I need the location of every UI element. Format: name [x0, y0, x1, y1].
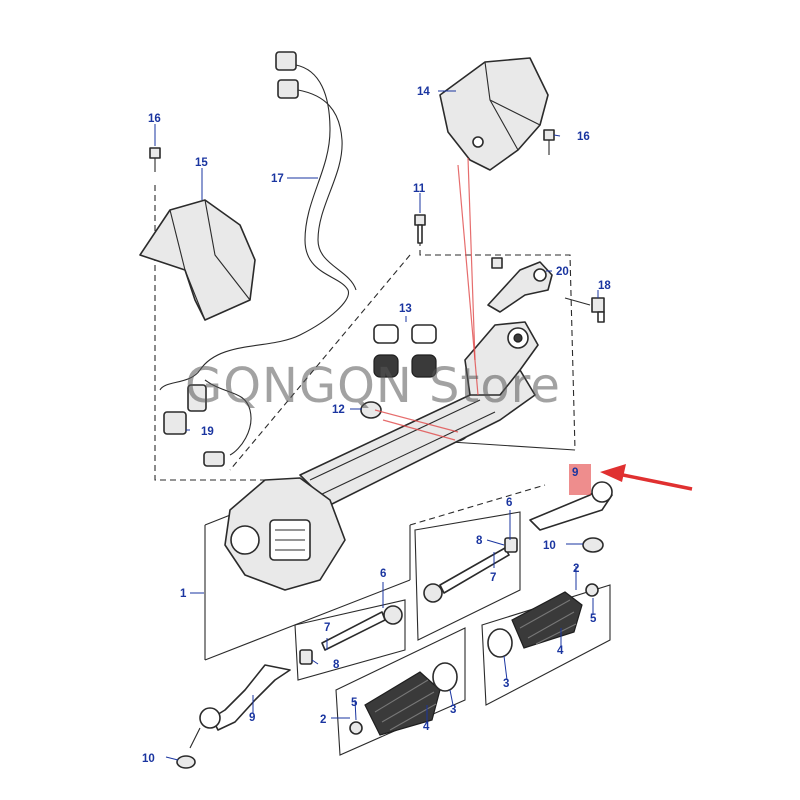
heat-shield-left	[139, 147, 256, 321]
callout-15: 15	[195, 157, 208, 169]
callout-3-right: 3	[503, 678, 509, 690]
inner-tie-rod-left	[299, 605, 403, 665]
callout-9-left: 9	[249, 712, 255, 724]
callout-6-left: 6	[380, 568, 386, 580]
callout-13: 13	[399, 303, 412, 315]
callout-17: 17	[271, 173, 284, 185]
mount-bushings-13	[373, 324, 437, 378]
steering-rack-assembly	[224, 321, 539, 591]
callout-20: 20	[556, 266, 569, 278]
bolt-18	[564, 297, 605, 323]
callout-10-left: 10	[142, 753, 155, 765]
callout-2-left: 2	[320, 714, 326, 726]
tie-rod-end-left	[176, 664, 291, 769]
callout-5-right: 5	[590, 613, 597, 625]
bracket-20	[487, 257, 553, 313]
wiring-harness	[159, 51, 357, 467]
steering-boot-right	[487, 583, 599, 658]
callout-10-right: 10	[543, 540, 556, 552]
highlight-box	[569, 464, 591, 495]
callout-2-right: 2	[573, 563, 579, 575]
tie-rod-end-right	[529, 481, 613, 553]
callout-18: 18	[598, 280, 611, 292]
callout-5-left: 5	[351, 697, 358, 709]
heat-shield-upper	[439, 57, 555, 171]
callout-9-right: 9	[572, 467, 578, 479]
bolt-11	[414, 214, 426, 244]
callout-4-right: 4	[557, 645, 564, 657]
highlight-callout	[569, 464, 693, 495]
callout-4-left: 4	[423, 721, 430, 733]
callout-1: 1	[180, 588, 187, 600]
highlight-lines	[374, 157, 479, 441]
callout-14: 14	[417, 86, 430, 98]
store-watermark: GQNGQN Store	[185, 358, 561, 414]
callout-8-left: 8	[333, 659, 340, 671]
inner-tie-rod-right	[423, 537, 518, 603]
callout-16-right: 16	[577, 131, 590, 143]
highlight-arrowhead	[600, 464, 626, 482]
callout-7-left: 7	[324, 622, 330, 634]
callout-11: 11	[413, 183, 426, 195]
callout-12: 12	[332, 404, 345, 416]
steering-boot-left	[349, 662, 458, 736]
callout-6-right: 6	[506, 497, 512, 509]
callout-labels: 1 2 2 3 3 4 4 5 5 6 6 7 7 8 8 9 9 10 10 …	[142, 86, 611, 765]
callout-7-right: 7	[490, 572, 496, 584]
bolt-16-left	[149, 147, 161, 172]
highlight-arrow	[617, 472, 693, 491]
leader-lines	[154, 90, 599, 761]
callout-3-left: 3	[450, 704, 456, 716]
callout-19: 19	[201, 426, 214, 438]
callout-16-left: 16	[148, 113, 161, 125]
callout-8-right: 8	[476, 535, 483, 547]
bolt-16-upper-right	[543, 129, 555, 155]
